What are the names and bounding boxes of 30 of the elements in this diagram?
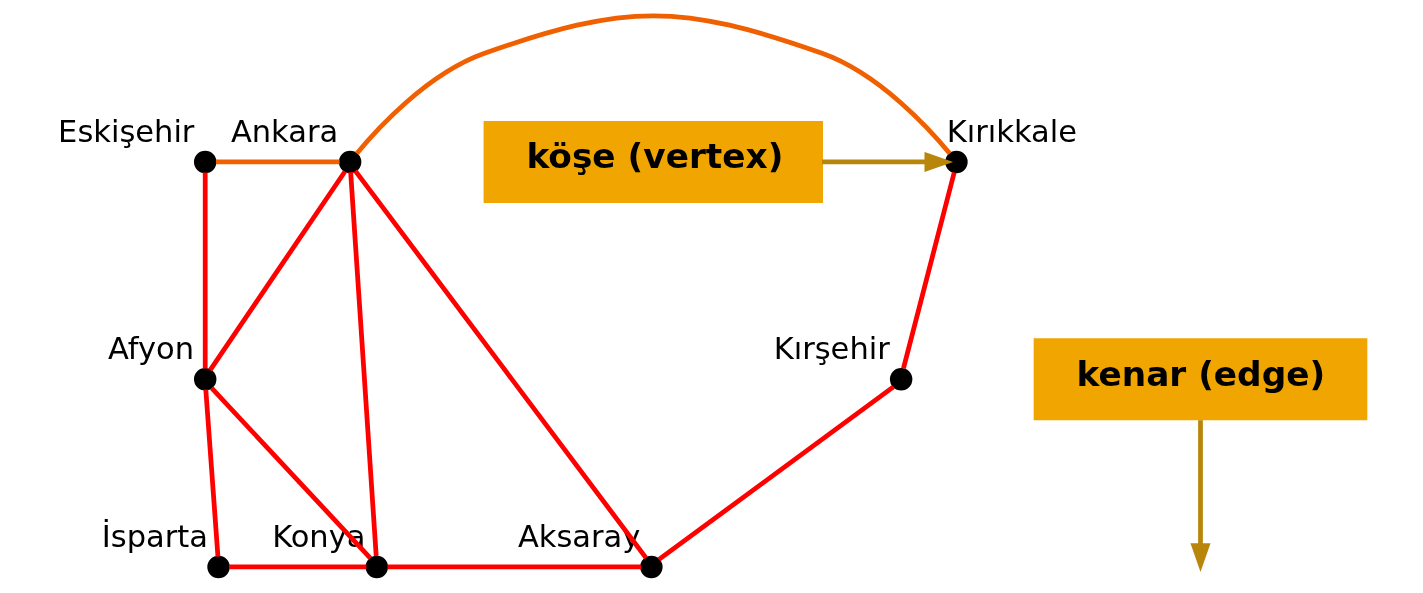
node-label: Afyon (107, 331, 194, 367)
connector (352, 169, 648, 560)
connector (900, 171, 956, 370)
node-label: Eskişehir (57, 113, 194, 149)
node-box: kenar (edge) (1033, 338, 1367, 421)
connector (387, 564, 641, 570)
node-label: Kırıkkale (946, 113, 1077, 149)
node-label: Ankara (230, 113, 338, 149)
connector (215, 159, 340, 165)
node-circle (338, 150, 361, 174)
node-label: Kırşehir (773, 331, 890, 367)
connector (347, 172, 379, 557)
node-label: İsparta (101, 518, 208, 554)
node-circle (889, 368, 912, 391)
connector (354, 13, 952, 156)
connector (207, 170, 347, 372)
node-box: köşe (vertex) (483, 120, 823, 203)
arrow (821, 151, 953, 172)
connector (209, 386, 372, 560)
node-circle (365, 555, 388, 579)
node-circle (639, 555, 663, 579)
node-circle (193, 368, 216, 391)
node-circle (193, 150, 216, 174)
arrow (1189, 420, 1211, 572)
node-circle (944, 150, 968, 174)
connector (202, 389, 220, 557)
connector (657, 385, 895, 562)
node-circle (206, 555, 230, 579)
connector (228, 564, 366, 570)
connector (202, 172, 208, 369)
